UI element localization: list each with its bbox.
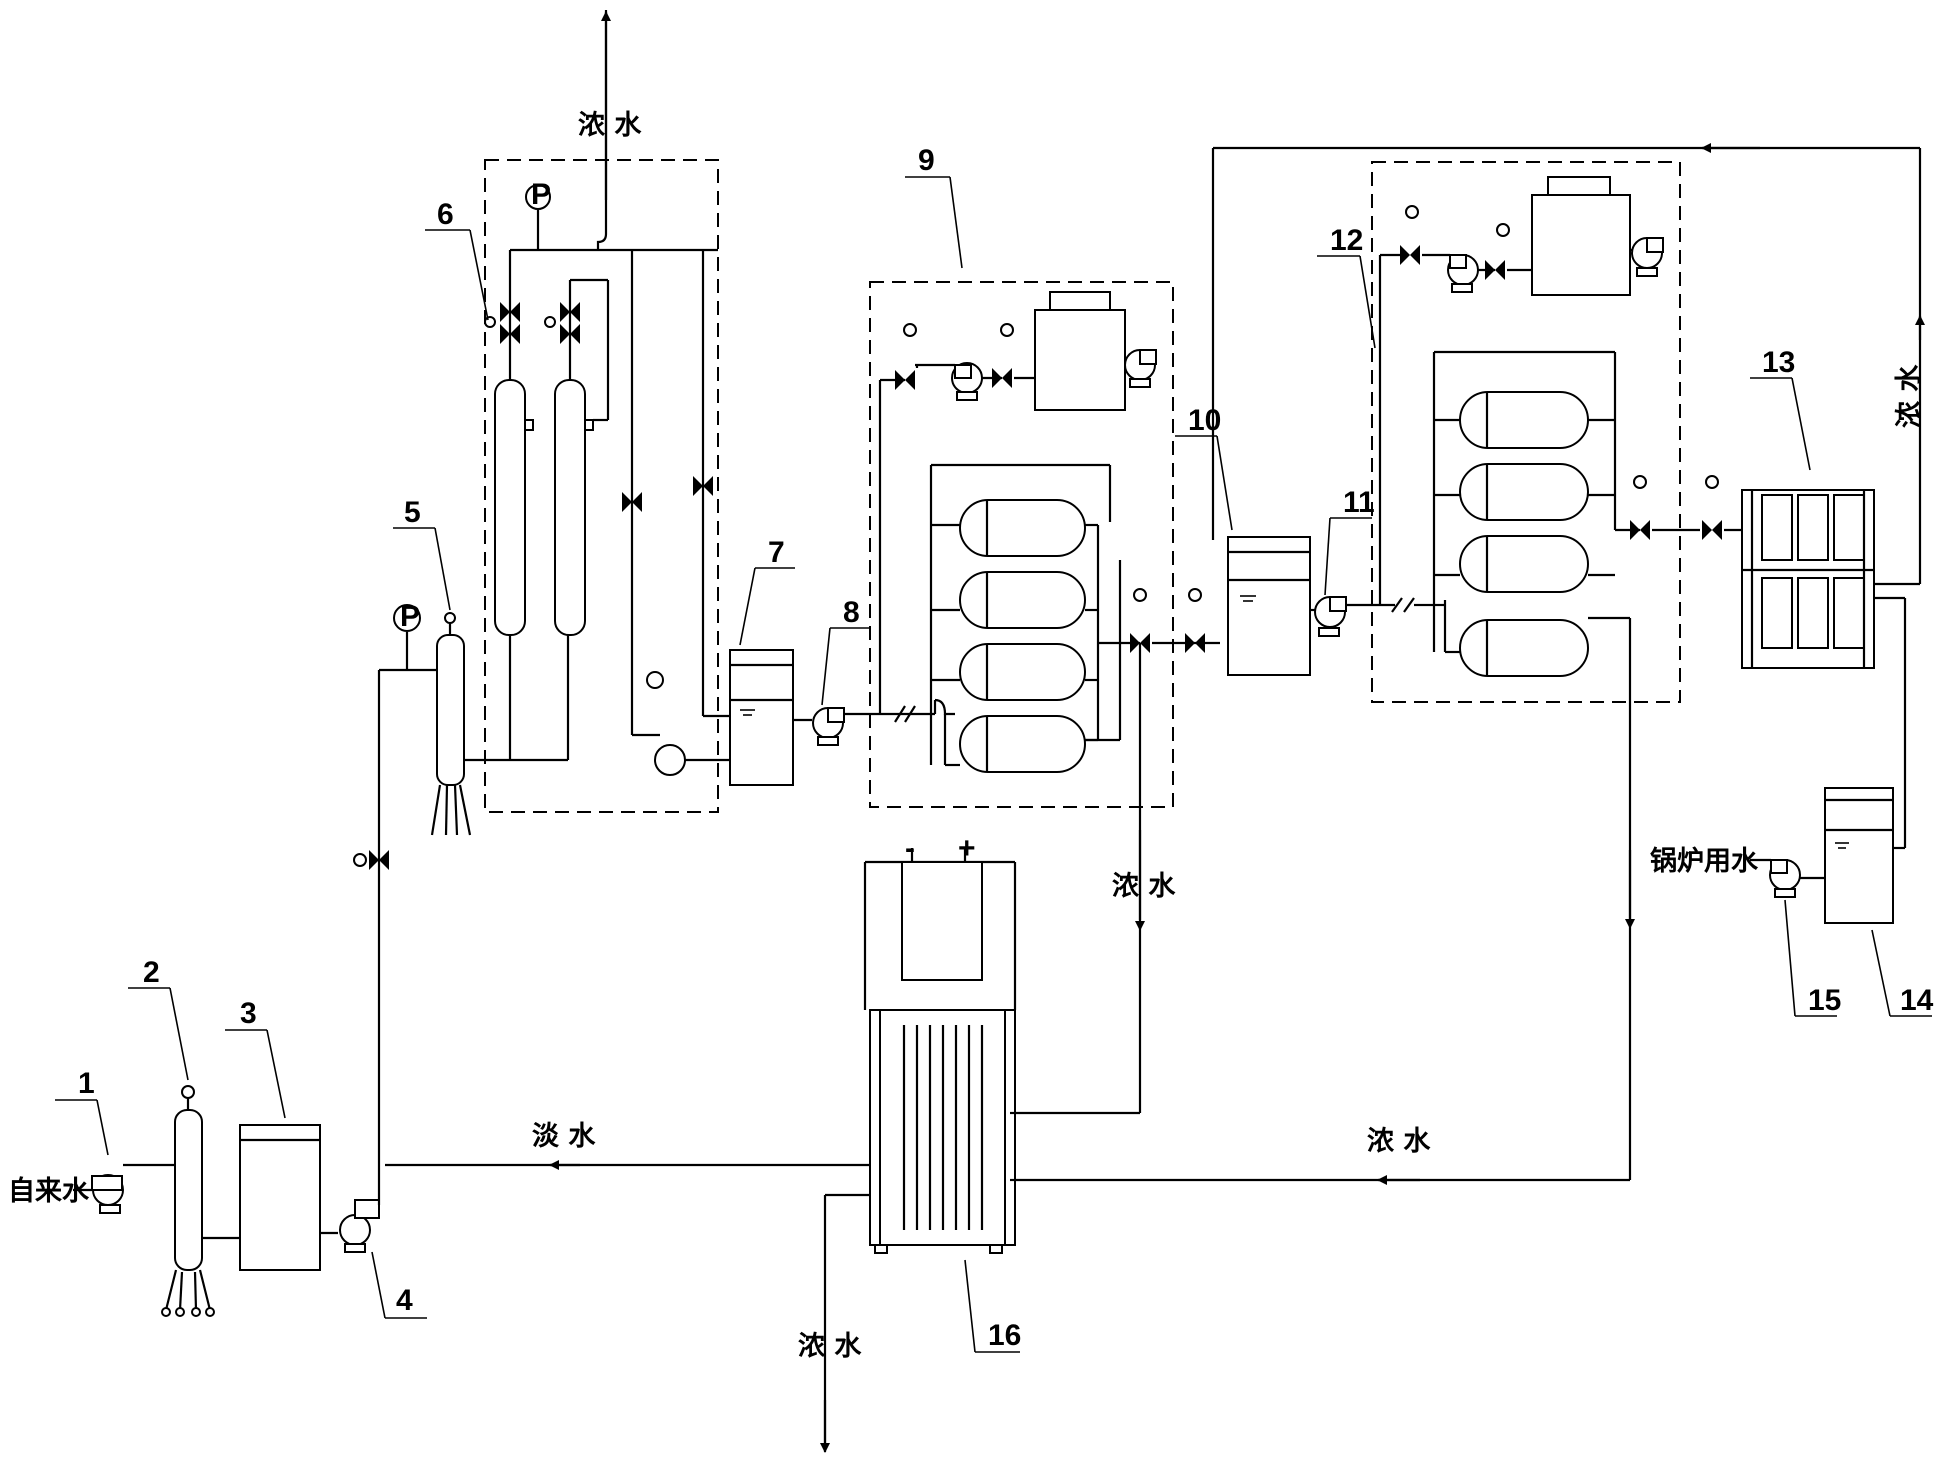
ed-cathode: -: [905, 832, 915, 865]
svg-text:1: 1: [78, 1067, 95, 1100]
booster-pump-4: [339, 670, 381, 1253]
edi-module-13: [1741, 148, 1922, 850]
concentrate-label-ro1: 浓 水: [1112, 871, 1176, 902]
svg-text:7: 7: [768, 536, 785, 569]
sand-filter-2: [161, 1085, 240, 1317]
svg-text:12: 12: [1330, 224, 1363, 257]
svg-text:10: 10: [1188, 404, 1221, 437]
svg-text:8: 8: [843, 596, 860, 629]
pressure-gauge-5-label: P: [400, 600, 420, 633]
svg-text:14: 14: [1900, 984, 1934, 1017]
svg-text:11: 11: [1343, 486, 1375, 519]
ro2-system-12: [1378, 176, 1742, 920]
concentrate-label-return: 浓 水: [1367, 1126, 1431, 1157]
svg-text:9: 9: [918, 144, 935, 177]
component-labels: 1 2 3 4 5 6 7 8 9 10 11 12: [55, 144, 1934, 1353]
concentrate-label-ed: 浓 水: [798, 1331, 862, 1362]
nf-gauge-label: P: [531, 178, 551, 211]
fresh-water-label: 淡 水: [532, 1121, 596, 1152]
product-pump-15: [1750, 858, 1801, 898]
product-tank-14: [1800, 787, 1894, 924]
ro1-system-9: [880, 291, 1220, 920]
tank-7: [729, 649, 812, 786]
nanofiltration-dashed-box: [484, 159, 719, 813]
ed-stack-16: [385, 848, 1017, 1450]
tap-water-label: 自来水: [8, 1175, 90, 1207]
ro1-dashed-box: [869, 281, 1174, 808]
hp-pump-11: [1314, 596, 1430, 637]
concentrate-label-edi: 浓 水: [1894, 364, 1925, 428]
ed-anode: +: [958, 832, 976, 865]
feed-pump-1: [73, 1163, 178, 1214]
svg-text:15: 15: [1808, 984, 1841, 1017]
svg-text:5: 5: [404, 496, 421, 529]
feed-valve: [353, 604, 437, 870]
tank-10: [1211, 146, 1920, 676]
svg-text:16: 16: [988, 1319, 1021, 1352]
ro2-dashed-box: [1371, 161, 1681, 703]
security-filter-5: [430, 612, 568, 836]
nf-membranes-6: [494, 10, 718, 760]
svg-text:2: 2: [143, 956, 160, 989]
svg-text:6: 6: [437, 198, 454, 231]
boiler-water-label: 锅炉用水: [1650, 846, 1759, 877]
hp-pump-8: [812, 380, 955, 746]
nf-recirc-lines: [630, 250, 730, 776]
svg-text:4: 4: [396, 1284, 413, 1317]
svg-text:3: 3: [240, 997, 257, 1030]
concentrate-label-top: 浓 水: [578, 110, 642, 141]
buffer-tank-3: [239, 1124, 338, 1271]
svg-text:13: 13: [1762, 346, 1795, 379]
